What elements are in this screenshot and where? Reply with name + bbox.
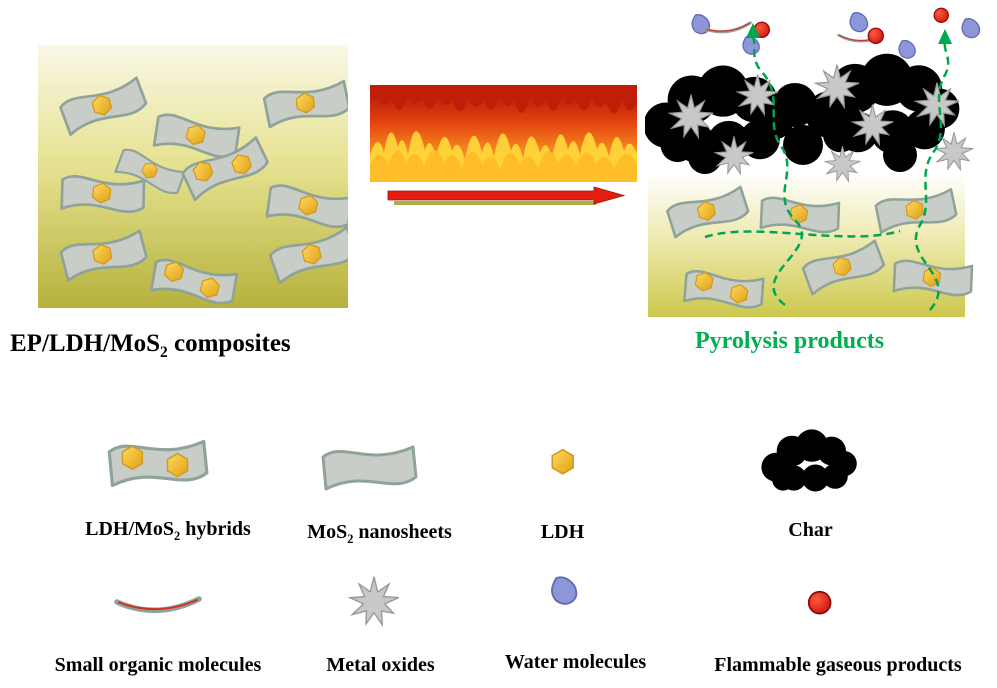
flame-graphic: [370, 85, 637, 182]
legend-nanosheets-text: MoS: [307, 521, 348, 543]
legend-label-organic: Small organic molecules: [54, 654, 262, 676]
composites-panel-graphic: [38, 45, 348, 308]
heating-arrow: [386, 186, 636, 210]
escaping-products: [691, 7, 981, 59]
flammable-gas-icon: [807, 590, 832, 615]
legend-label-metal-oxides: Metal oxides: [326, 654, 435, 676]
composites-title-text: EP/LDH/MoS: [10, 330, 161, 357]
pyrolysis-panel-graphic: [643, 7, 981, 317]
pyrolysis-title: Pyrolysis products: [695, 328, 885, 354]
char-layer: [643, 53, 960, 174]
legend-hybrids-post: hybrids: [180, 518, 251, 540]
ldh-mos2-hybrid-icon: [100, 430, 212, 494]
legend-label-hybrids: LDH/MoS2 hybrids: [52, 518, 284, 544]
flame-image: [370, 85, 637, 182]
legend-label-char: Char: [788, 519, 833, 541]
gas-escape-arrowheads: [746, 23, 952, 44]
metal-oxide-star-icon: [349, 576, 400, 626]
pyrolysis-panel: [643, 5, 995, 317]
gas-escape-paths: [704, 36, 950, 311]
legend-label-ldh: LDH: [540, 521, 585, 543]
mos2-nanosheet-icon: [321, 445, 418, 491]
residue-layer: [648, 173, 975, 317]
char-cloud-icon: [761, 429, 857, 492]
legend-label-nanosheets: MoS2 nanosheets: [282, 521, 477, 547]
legend-nanosheets-post: nanosheets: [353, 521, 452, 543]
legend-label-flammable: Flammable gaseous products: [714, 654, 962, 676]
composites-title-post: composites: [167, 330, 291, 357]
water-droplet-icon: [551, 576, 578, 605]
small-organic-molecule-icon: [112, 592, 204, 620]
composites-title: EP/LDH/MoS2 composites: [10, 330, 291, 362]
composites-title-sub: 2: [160, 344, 168, 361]
heating-arrow-graphic: [387, 186, 626, 205]
composites-panel: [38, 45, 348, 308]
legend-hybrids-text: LDH/MoS: [85, 518, 175, 540]
legend-label-water: Water molecules: [504, 651, 647, 673]
legend-nanosheets-sub: 2: [347, 532, 354, 546]
legend-hybrids-sub: 2: [174, 529, 181, 543]
ldh-hexagon-icon: [551, 448, 574, 475]
